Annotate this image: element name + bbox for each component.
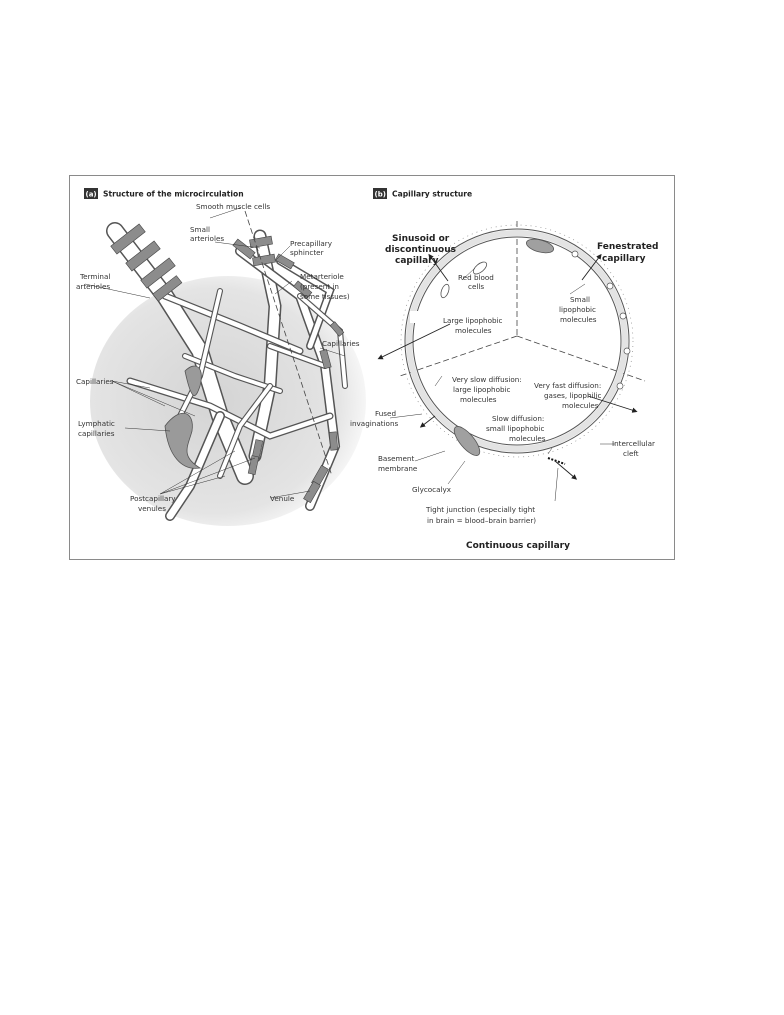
panel-b-badge-text: (b): [375, 191, 386, 199]
label-continuous: Continuous capillary: [466, 541, 570, 551]
label-small-lipo-1: Small: [570, 295, 590, 304]
red-blood-cells: [440, 261, 488, 299]
panel-a-leader-lines: [84, 207, 346, 499]
label-sinusoid-1: Sinusoid or: [392, 234, 450, 244]
label-rbc-2: cells: [468, 282, 484, 291]
capillary-ring: [400, 224, 634, 458]
label-metarteriole-3: some tissues): [300, 292, 350, 301]
label-very-fast-1: Very fast diffusion:: [534, 381, 601, 390]
figure-frame: (a) Structure of the microcirculation: [69, 175, 675, 560]
label-capillaries-right: Capillaries: [322, 339, 360, 348]
label-lymphatic-2: capillaries: [78, 429, 115, 438]
panel-b-title: Capillary structure: [392, 190, 472, 199]
label-fenestrated-1: Fenestrated: [597, 242, 658, 252]
label-fused-1: Fused: [375, 409, 396, 418]
label-tight-1: Tight junction (especially tight: [425, 505, 535, 514]
label-very-slow-1: Very slow diffusion:: [452, 375, 522, 384]
label-rbc-1: Red blood: [458, 273, 494, 282]
label-small-arterioles-2: arterioles: [190, 234, 224, 243]
label-slow-1: Slow diffusion:: [492, 414, 544, 423]
label-metarteriole-1: Metarteriole: [300, 272, 344, 281]
fenestrations: [571, 250, 631, 390]
panel-a-badge: [84, 188, 98, 199]
label-small-lipo-3: molecules: [560, 315, 597, 324]
panel-b-badge: [373, 188, 387, 199]
diffusion-arrows: [377, 253, 638, 480]
smooth-muscle-bands: [110, 223, 345, 504]
label-postcapillary-2: venules: [138, 504, 166, 513]
label-terminal-1: Terminal: [79, 272, 110, 281]
label-venule: Venule: [270, 494, 295, 503]
panel-a-title: Structure of the microcirculation: [103, 190, 244, 199]
microcirculation-figure: (a) Structure of the microcirculation: [76, 188, 658, 551]
label-intercellular-2: cleft: [623, 449, 639, 458]
label-smooth-muscle-cells: Smooth muscle cells: [196, 202, 270, 211]
label-large-lipo-1: Large lipophobic: [443, 316, 503, 325]
tissue-background: [90, 276, 366, 526]
label-capillaries-left: Capillaries: [76, 377, 114, 386]
label-fused-2: invaginations: [350, 419, 398, 428]
label-metarteriole-2: (present in: [300, 282, 339, 291]
label-fenestrated-2: capillary: [602, 254, 646, 264]
panel-b-leader-lines: [389, 267, 615, 502]
label-precapillary-1: Precapillary: [290, 239, 333, 248]
label-terminal-2: arterioles: [76, 282, 110, 291]
label-very-slow-2: large lipophobic: [453, 385, 511, 394]
label-small-lipo-2: lipophobic: [559, 305, 596, 314]
lymphatic-shapes: [164, 365, 202, 469]
label-postcapillary-1: Postcapillary: [130, 494, 176, 503]
label-sinusoid-2: discontinuous: [385, 245, 456, 255]
label-tight-2: in brain = blood–brain barrier): [427, 516, 536, 525]
tight-junction: [547, 457, 566, 465]
label-basement-2: membrane: [378, 464, 418, 473]
label-small-arterioles-1: Small: [190, 225, 210, 234]
label-slow-2: small lipophobic: [486, 424, 544, 433]
label-very-fast-2: gases, lipophilic: [544, 391, 602, 400]
label-lymphatic-1: Lymphatic: [78, 419, 115, 428]
label-intercellular-1: Intercellular: [612, 439, 655, 448]
label-very-fast-3: molecules: [562, 401, 599, 410]
panel-a-dashed-line: [244, 210, 333, 477]
label-slow-3: molecules: [509, 434, 546, 443]
label-glycocalyx: Glycocalyx: [412, 485, 452, 494]
panel-a-badge-text: (a): [86, 191, 97, 199]
label-basement-1: Basement: [378, 454, 414, 463]
panel-b: (b) Capillary structure: [350, 188, 658, 551]
endothelial-nuclei: [453, 238, 555, 456]
panel-a: (a) Structure of the microcirculation: [76, 188, 366, 526]
label-very-slow-3: molecules: [460, 395, 497, 404]
label-large-lipo-2: molecules: [455, 326, 492, 335]
label-sinusoid-3: capillary: [395, 256, 439, 266]
label-precapillary-2: sphincter: [290, 248, 324, 257]
